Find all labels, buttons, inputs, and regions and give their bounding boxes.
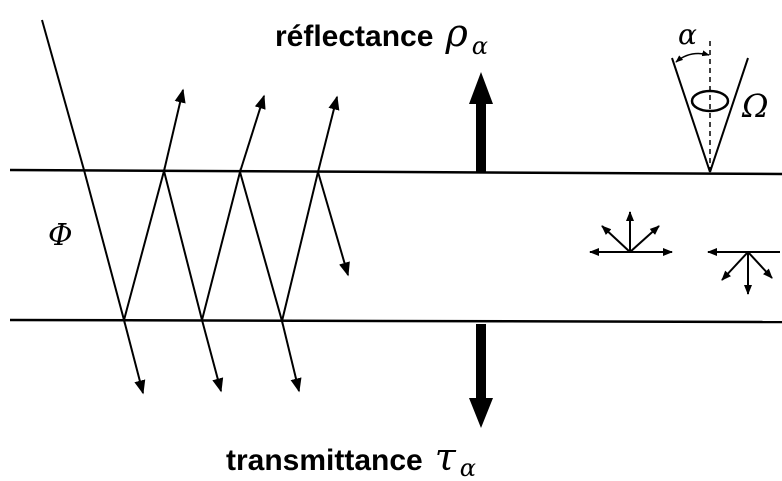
transmitted-ray-1	[123, 319, 146, 395]
transmitted-ray-2	[201, 319, 224, 393]
diffuse-scatter-upward	[589, 211, 673, 256]
internal-ray-end	[317, 171, 350, 277]
reflectance-label: réflectance ρ α	[275, 11, 488, 60]
incident-ray	[41, 19, 85, 171]
reflected-ray-2	[239, 94, 266, 173]
transmittance-arrow	[469, 324, 493, 428]
flux-label: Φ	[48, 218, 73, 253]
reflected-ray-3	[317, 95, 340, 173]
internal-zigzag-path	[83, 167, 319, 325]
solid-angle-omega-label: Ω	[741, 87, 769, 125]
reflectance-arrow	[469, 72, 493, 172]
diffuse-scatter-downward	[707, 248, 780, 295]
angle-alpha-label: α	[678, 18, 697, 51]
solid-angle-cone	[671, 40, 749, 173]
transmittance-label: transmittance τ α	[226, 435, 476, 481]
slab-bottom-surface	[9, 318, 782, 324]
reflected-ray-1	[163, 88, 186, 172]
slab-top-surface	[9, 168, 782, 176]
transmitted-ray-3	[281, 320, 302, 393]
